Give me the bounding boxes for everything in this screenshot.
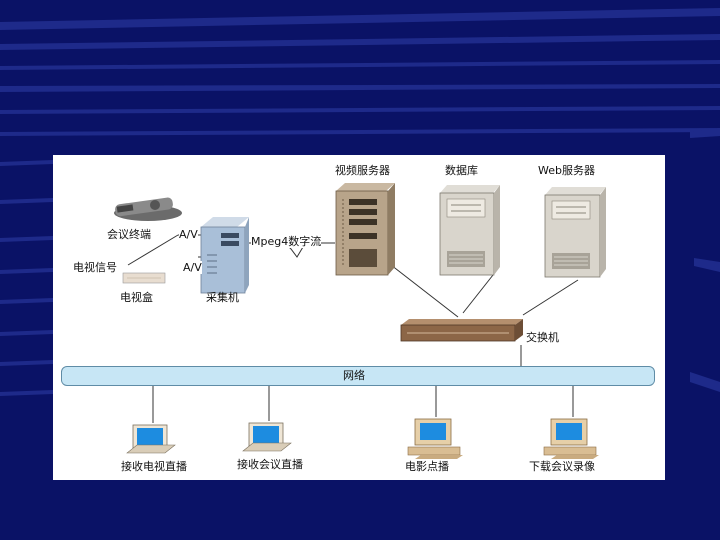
network-bar: 网络: [61, 366, 655, 386]
database-icon: [439, 185, 500, 276]
label-mpeg-stream: Mpeg4数字流: [251, 235, 322, 248]
label-switch: 交换机: [526, 331, 559, 344]
label-network: 网络: [343, 369, 365, 382]
web-server-icon: [544, 187, 606, 278]
label-tv-box: 电视盒: [120, 291, 153, 304]
tv-box-icon: [122, 272, 166, 284]
label-client-live-tv: 接收电视直播: [121, 460, 187, 473]
video-server-icon: [335, 183, 395, 276]
network-diagram: 会议终端 A/V 电视信号 A/V 电视盒 采集机 Mpeg4数字流 视频服务器…: [53, 155, 665, 480]
label-av-1: A/V: [179, 228, 198, 241]
label-tv-signal: 电视信号: [73, 261, 117, 274]
label-client-vod: 电影点播: [405, 460, 449, 473]
label-web-server: Web服务器: [538, 164, 595, 177]
label-client-download: 下载会议录像: [529, 460, 595, 473]
conference-terminal-icon: [114, 197, 182, 221]
client-laptop-icon-1: [126, 424, 176, 454]
label-av-2: A/V: [183, 261, 202, 274]
switch-icon: [400, 319, 523, 342]
client-desktop-icon-1: [407, 418, 463, 459]
label-client-live-meeting: 接收会议直播: [237, 458, 303, 471]
label-conference-terminal: 会议终端: [107, 228, 151, 241]
client-laptop-icon-2: [242, 422, 292, 452]
connection-lines: [127, 234, 579, 423]
diagram-drawing: [114, 183, 606, 459]
label-database: 数据库: [445, 164, 478, 177]
label-video-server: 视频服务器: [335, 164, 390, 177]
capture-machine-icon: [200, 217, 249, 294]
label-capture-machine: 采集机: [206, 291, 239, 304]
client-desktop-icon-2: [543, 418, 599, 459]
